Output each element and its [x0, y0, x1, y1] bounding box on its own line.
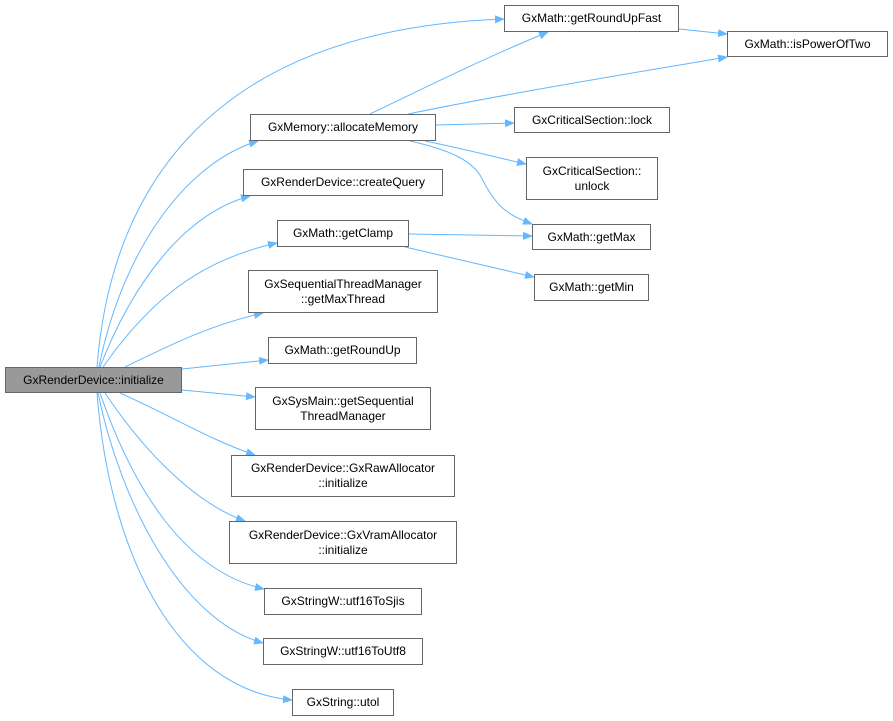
edge-allocateMemory-isPowerOfTwo: [407, 54, 728, 115]
edge-root-vramAllocator: [104, 392, 246, 522]
node-get-max-thread[interactable]: GxSequentialThreadManager ::getMaxThread: [248, 270, 438, 313]
node-is-power-of-two[interactable]: GxMath::isPowerOfTwo: [727, 31, 888, 57]
edge-root-utf16ToSjis: [99, 392, 265, 591]
node-raw-allocator-initialize[interactable]: GxRenderDevice::GxRawAllocator ::initial…: [231, 455, 455, 497]
edge-root-getRoundUp: [181, 356, 269, 370]
node-critical-section-unlock[interactable]: GxCriticalSection:: unlock: [526, 157, 658, 200]
edge-allocateMemory-unlock: [424, 140, 527, 166]
edge-allocateMemory-getMax: [409, 140, 533, 225]
edge-getClamp-getMax: [408, 231, 533, 240]
edge-root-rawAllocator: [119, 392, 256, 456]
node-utf16-to-sjis[interactable]: GxStringW::utf16ToSjis: [264, 588, 422, 615]
edge-root-getRoundUpFast: [96, 15, 505, 368]
node-get-sequential-thread-manager[interactable]: GxSysMain::getSequential ThreadManager: [255, 387, 431, 430]
edge-root-getSequential: [181, 389, 256, 401]
node-root-initialize[interactable]: GxRenderDevice::initialize: [5, 367, 182, 393]
node-get-min[interactable]: GxMath::getMin: [534, 274, 649, 301]
node-utol[interactable]: GxString::utol: [292, 689, 394, 716]
node-get-round-up-fast[interactable]: GxMath::getRoundUpFast: [504, 5, 679, 32]
edge-getClamp-getMin: [404, 246, 535, 279]
node-create-query[interactable]: GxRenderDevice::createQuery: [243, 169, 443, 196]
edge-allocateMemory-lock: [435, 119, 515, 128]
edge-root-allocateMemory: [98, 139, 259, 368]
edge-root-createQuery: [99, 194, 251, 368]
edge-getRoundUpFast-isPowerOfTwo: [678, 28, 728, 38]
node-get-round-up[interactable]: GxMath::getRoundUp: [268, 337, 417, 364]
node-allocate-memory[interactable]: GxMemory::allocateMemory: [250, 114, 436, 141]
node-utf16-to-utf8[interactable]: GxStringW::utf16ToUtf8: [263, 638, 423, 665]
edge-allocateMemory-getRoundUpFast: [369, 31, 549, 115]
node-get-max[interactable]: GxMath::getMax: [532, 224, 651, 250]
node-vram-allocator-initialize[interactable]: GxRenderDevice::GxVramAllocator ::initia…: [229, 521, 457, 564]
edge-root-getMaxThread: [124, 311, 264, 368]
edge-root-getClamp: [102, 241, 278, 368]
edge-root-utol: [96, 392, 293, 704]
node-get-clamp[interactable]: GxMath::getClamp: [277, 220, 409, 247]
node-critical-section-lock[interactable]: GxCriticalSection::lock: [514, 107, 670, 133]
edge-root-utf16ToUtf8: [97, 392, 264, 645]
